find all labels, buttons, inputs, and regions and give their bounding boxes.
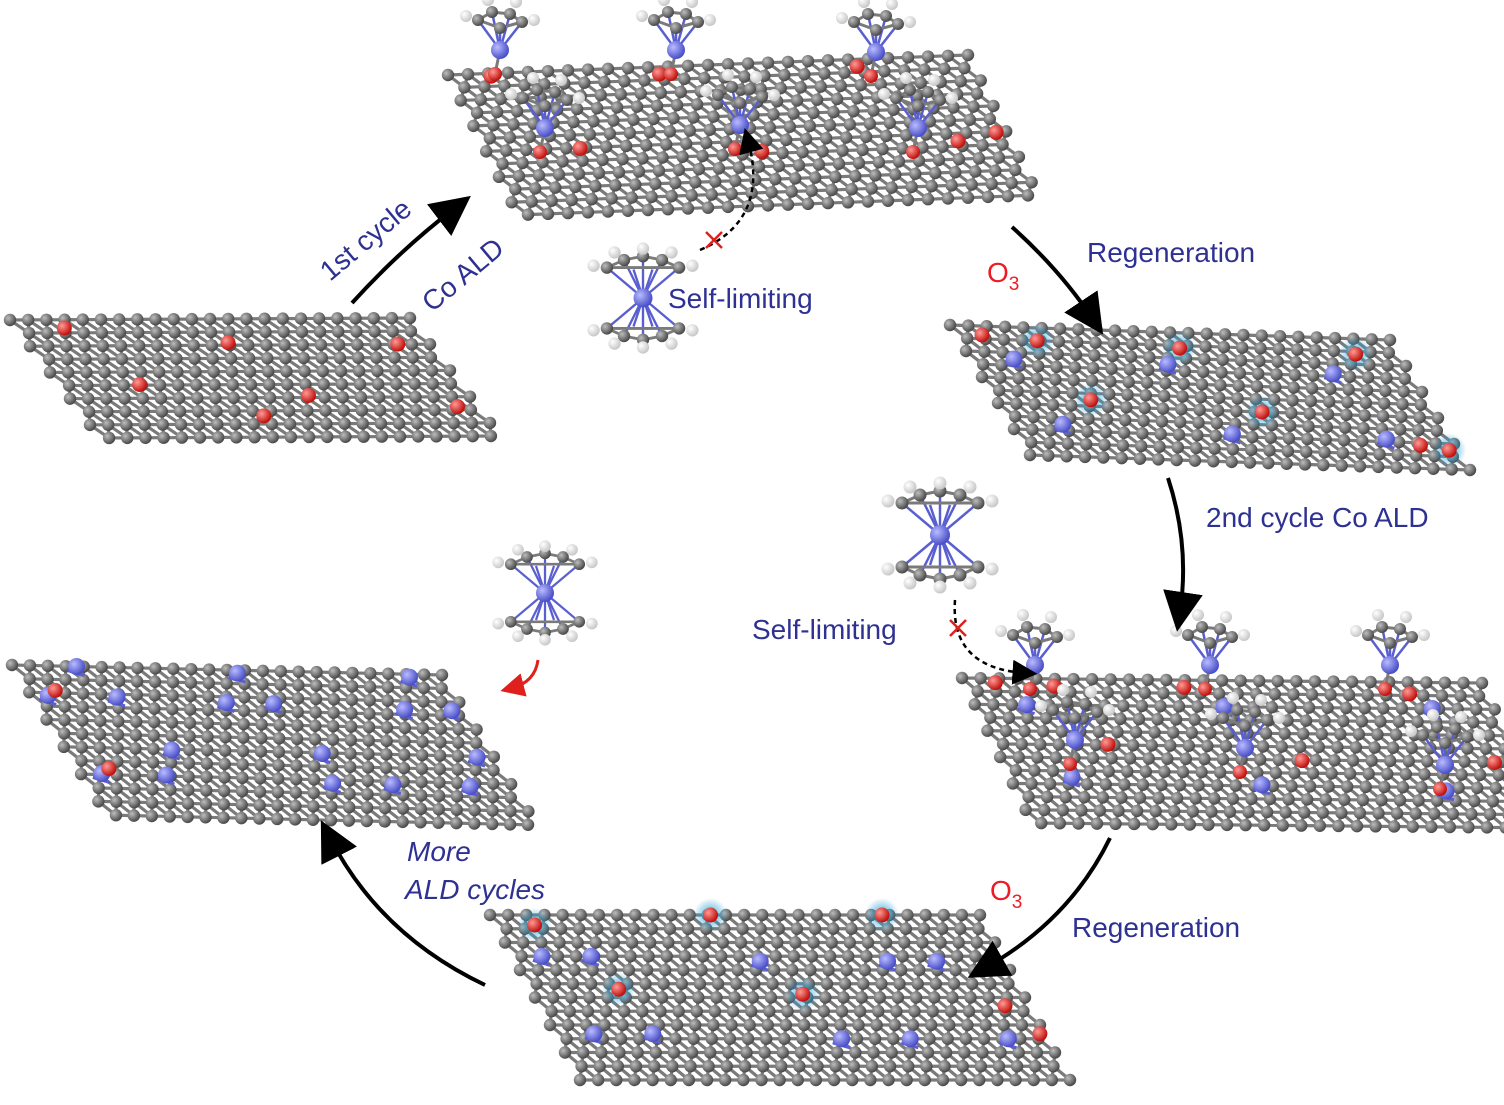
sheet-regenerated-2 xyxy=(483,898,1077,1087)
cobaltocene-molecules xyxy=(460,0,1485,796)
adsorbed-precursor-b0 xyxy=(995,609,1075,696)
arrow-first-cycle xyxy=(350,195,471,305)
adsorbed-precursor-b5 xyxy=(1405,709,1485,796)
adsorbed-precursor-a4 xyxy=(700,69,780,156)
adsorbed-precursor-a3 xyxy=(505,72,585,159)
arrow-second-cycle xyxy=(1163,477,1203,632)
graphene-sheets xyxy=(3,48,1504,1087)
arrow-red-adsorb xyxy=(500,659,540,697)
arrow-regeneration-bottom xyxy=(967,837,1112,978)
adsorbed-precursor-b3 xyxy=(1035,684,1115,771)
label-ozone-top: O3 xyxy=(987,257,1019,295)
cobaltocene-left xyxy=(492,540,598,646)
label-regeneration-bottom: Regeneration xyxy=(1072,912,1240,943)
adsorbed-precursor-a1 xyxy=(636,0,716,81)
arrow-regeneration-top xyxy=(1010,225,1104,335)
label-ozone-bottom: O3 xyxy=(990,875,1022,913)
sheet-second-cycle xyxy=(955,671,1504,834)
cobaltocene-top xyxy=(587,242,699,354)
label-first-cycle: 1st cycle xyxy=(314,193,417,287)
label-second-cycle: 2nd cycle Co ALD xyxy=(1206,502,1429,533)
label-more-cycles-1: More xyxy=(407,836,471,867)
blocked-x-icon xyxy=(705,231,723,249)
cycle-arrows xyxy=(320,195,1203,987)
label-more-cycles-2: ALD cycles xyxy=(403,874,545,905)
adsorbed-precursor-a5 xyxy=(878,72,958,159)
sheet-regenerated-1 xyxy=(943,318,1477,477)
self-limiting-mid-arrow xyxy=(949,599,1038,685)
adsorbed-precursor-a2 xyxy=(836,0,916,83)
label-co-ald: Co ALD xyxy=(416,232,510,318)
label-self-limiting-top: Self-limiting xyxy=(668,283,813,314)
arrow-more-cycles xyxy=(320,820,486,987)
self-limiting-top-arrow xyxy=(699,127,764,252)
label-self-limiting-mid: Self-limiting xyxy=(752,614,897,645)
blocked-x-icon xyxy=(949,619,967,637)
adsorbed-precursor-b4 xyxy=(1205,692,1285,779)
adsorbed-precursor-a0 xyxy=(460,0,540,81)
cobaltocene-mid xyxy=(881,476,999,594)
sheet-more-cycles xyxy=(5,658,535,831)
label-regeneration-top: Regeneration xyxy=(1087,237,1255,268)
sheet-initial xyxy=(3,311,498,445)
adsorbed-precursor-b2 xyxy=(1350,609,1430,696)
